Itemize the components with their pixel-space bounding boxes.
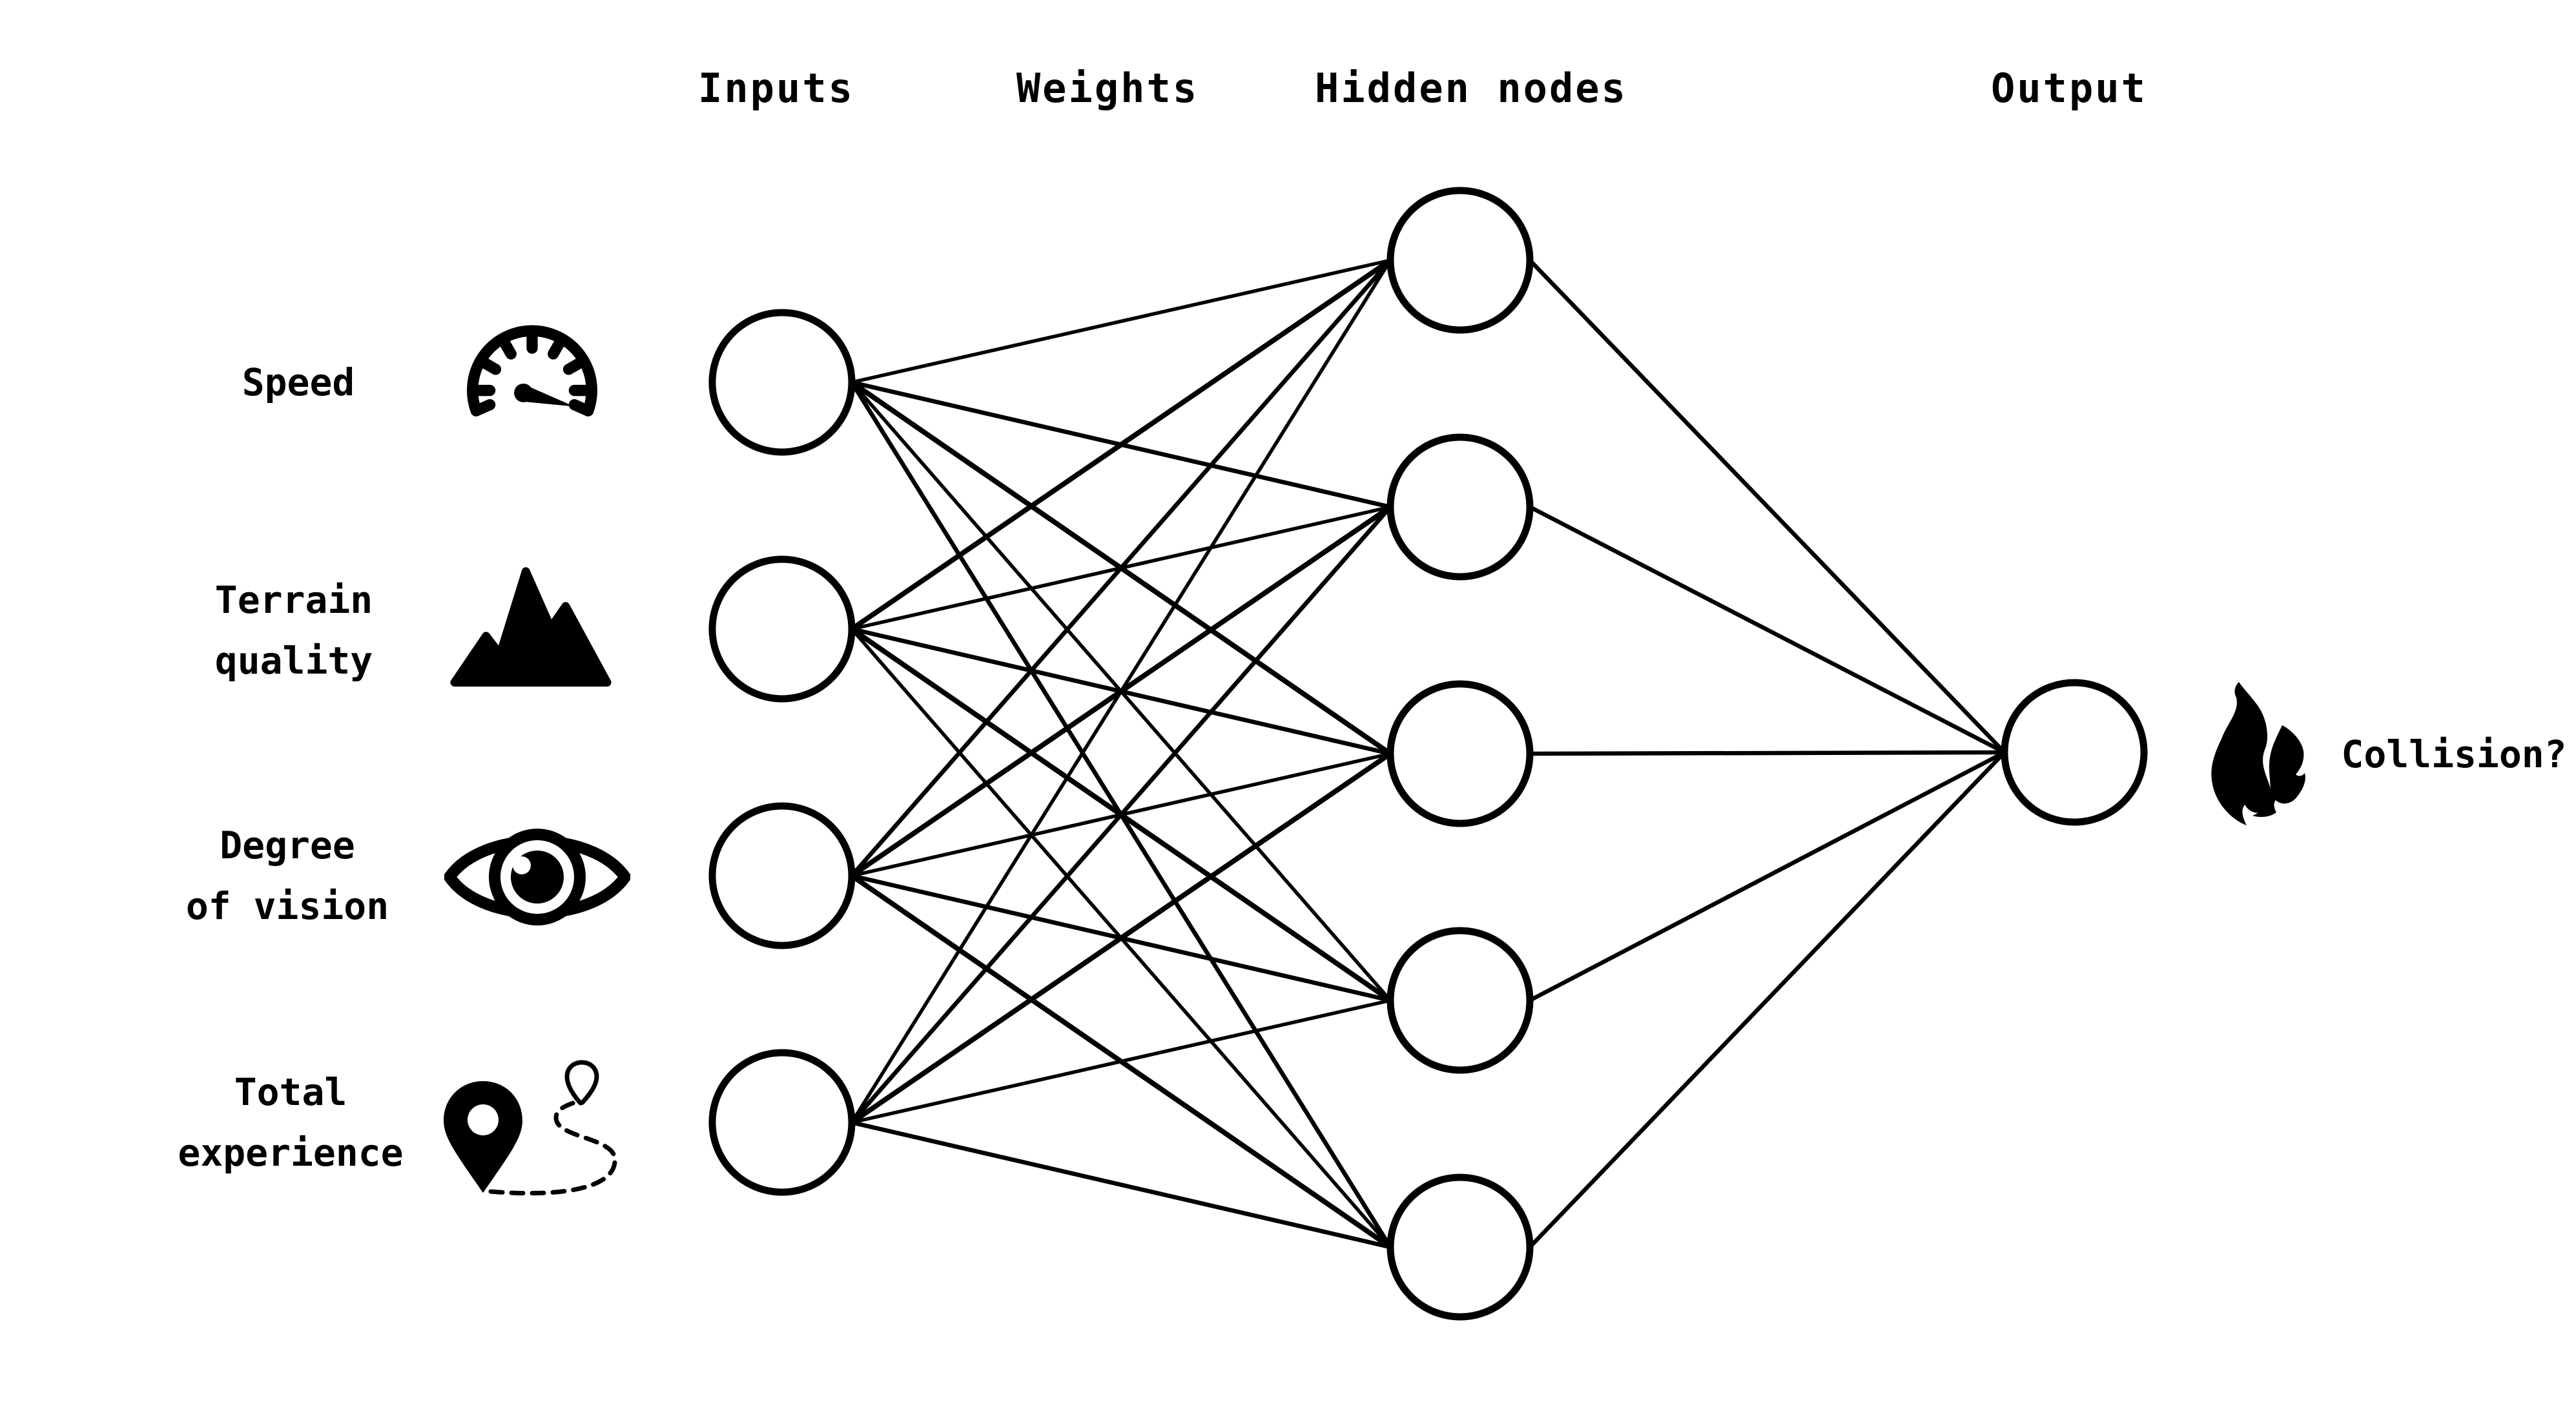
edge-input3-hidden1: [849, 258, 1393, 878]
input-label-experience-line1: Total: [234, 1070, 347, 1114]
input-node-3: [708, 802, 856, 949]
column-header-weights: Weights: [1016, 65, 1199, 112]
edge-input4-hidden5: [849, 1120, 1393, 1250]
hidden-node-3: [1386, 680, 1534, 827]
edge-input1-hidden1: [850, 258, 1392, 384]
edge-hidden5-output: [1527, 750, 2007, 1250]
mountains-icon: [450, 567, 612, 687]
output-label-line: Collision?: [2341, 732, 2567, 776]
hidden-node-4: [1386, 927, 1534, 1074]
eye-icon: [444, 829, 630, 925]
input-label-speed: Speed: [242, 352, 355, 413]
column-header-inputs: Inputs: [698, 65, 854, 112]
edge-hidden2-output: [1527, 504, 2007, 755]
input-label-terrain-quality: Terrain quality: [215, 570, 373, 691]
column-header-hidden-nodes: Hidden nodes: [1315, 65, 1627, 112]
speedometer-icon: [467, 325, 597, 417]
column-header-output: Output: [1991, 65, 2147, 112]
edge-input4-hidden2: [849, 504, 1393, 1125]
edge-hidden1-output: [1527, 258, 2007, 755]
hidden-node-1: [1386, 187, 1534, 334]
input-node-1: [708, 309, 856, 456]
edge-input4-hidden4: [850, 998, 1392, 1124]
edge-input4-hidden1: [850, 258, 1392, 1124]
hidden-node-5: [1386, 1173, 1534, 1321]
input-node-4: [708, 1049, 856, 1196]
input-label-vision-line1: Degree: [220, 823, 355, 867]
edge-input4-hidden3: [849, 751, 1393, 1125]
edge-input2-hidden1: [849, 258, 1393, 632]
output-node: [2001, 679, 2148, 826]
output-label-collision: Collision?: [2341, 724, 2566, 785]
input-label-vision-line2: of vision: [185, 884, 389, 928]
edge-hidden4-output: [1527, 750, 2007, 1003]
input-label-terrain-line2: quality: [214, 639, 373, 683]
edge-hidden3-output: [1527, 750, 2007, 756]
input-label-total-experience: Total experience: [178, 1062, 403, 1183]
map-pin-route-icon: [444, 1060, 617, 1195]
input-label-experience-line2: experience: [178, 1131, 404, 1175]
input-label-terrain-line1: Terrain: [214, 578, 373, 622]
input-label-degree-of-vision: Degree of vision: [186, 815, 389, 936]
hidden-node-2: [1386, 433, 1534, 581]
fire-icon: [2211, 682, 2305, 825]
input-label-speed-line: Speed: [242, 360, 355, 404]
input-node-2: [708, 555, 856, 703]
